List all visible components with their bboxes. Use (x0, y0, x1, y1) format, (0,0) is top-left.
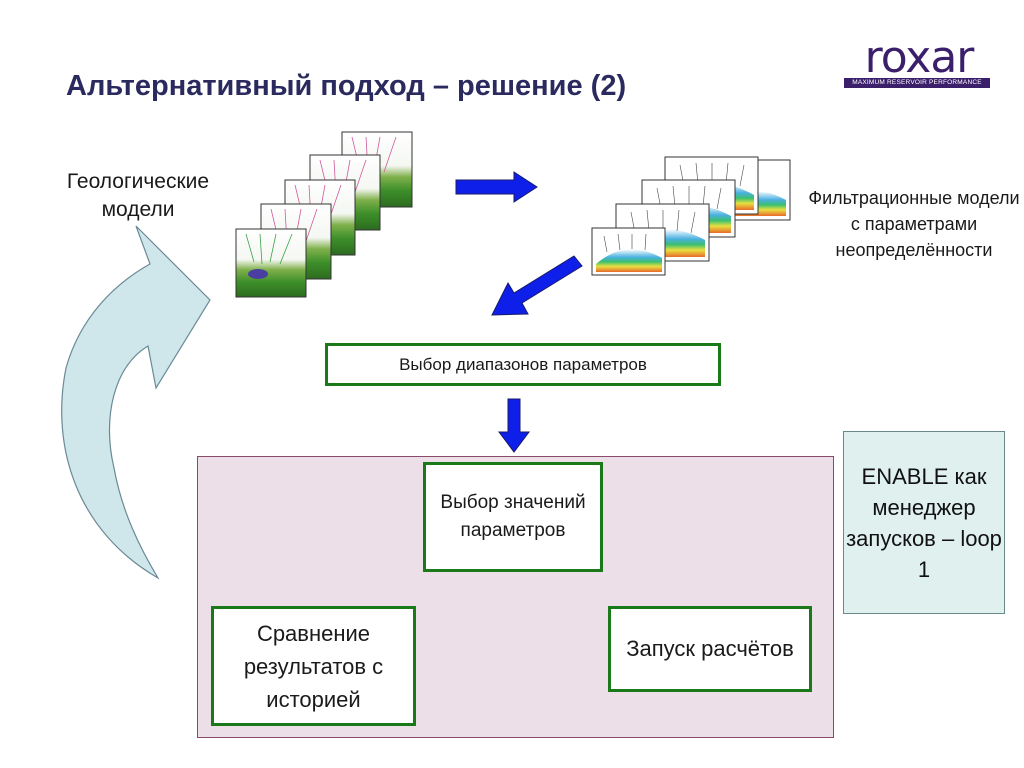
roxar-logo: roxar MAXIMUM RESERVOIR PERFORMANCE (844, 32, 994, 94)
value-select-box: Выбор значений параметров (423, 462, 603, 572)
enable-manager-text: ENABLE как менеджер запусков – loop 1 (846, 463, 1002, 582)
filtration-models-label: Фильтрационные модели с параметрами неоп… (808, 188, 1020, 260)
range-select-text: Выбор диапазонов параметров (399, 354, 647, 374)
filtration-models-stack (591, 156, 791, 276)
arrow-down (498, 398, 530, 453)
enable-manager-note: ENABLE как менеджер запусков – loop 1 (843, 431, 1005, 614)
range-select-box: Выбор диапазонов параметров (325, 343, 721, 386)
run-launch-box: Запуск расчётов (608, 606, 812, 692)
arrow-down-left (491, 255, 583, 316)
compare-history-box: Сравнение результатов с историей (211, 606, 416, 726)
slide-title: Альтернативный подход – решение (2) (66, 70, 627, 102)
geological-models-stack (235, 131, 413, 298)
compare-history-text: Сравнение результатов с историей (243, 620, 384, 712)
run-launch-text: Запуск расчётов (626, 636, 794, 661)
logo-tagline: MAXIMUM RESERVOIR PERFORMANCE (844, 78, 990, 88)
arrow-right (455, 171, 538, 203)
logo-wordmark: roxar (864, 32, 975, 83)
feedback-curved-arrow (61, 225, 211, 580)
filtration-model-thumb (591, 227, 666, 276)
geo-model-thumb (235, 228, 307, 298)
geological-models-label: Геологические модели (66, 170, 210, 221)
value-select-text: Выбор значений параметров (440, 492, 586, 541)
